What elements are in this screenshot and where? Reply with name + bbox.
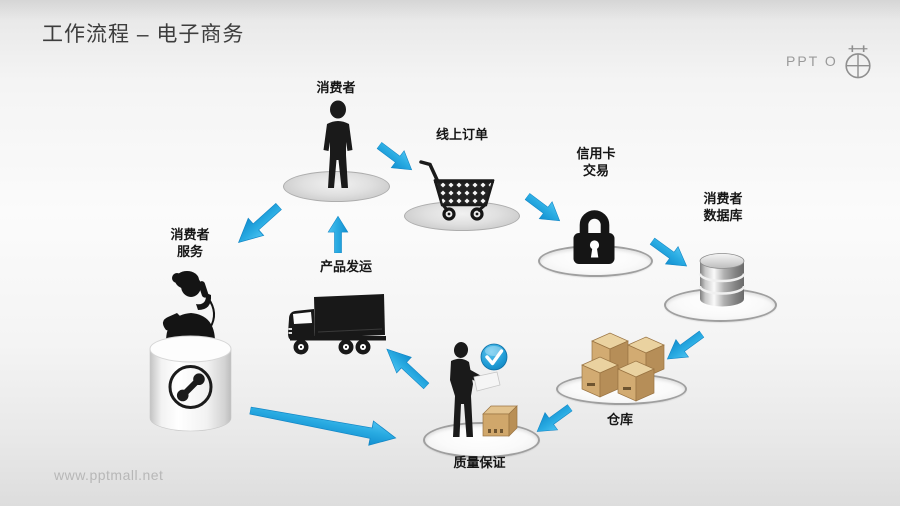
arrow-shipping-to-consumer <box>326 215 350 253</box>
page-title: 工作流程 – 电子商务 <box>42 23 245 46</box>
arrow-consumer-to-order <box>371 135 420 181</box>
arrow-warehouse-to-quality <box>528 397 577 443</box>
box-lower-left <box>581 356 619 398</box>
platform-quality <box>423 422 540 458</box>
platform-consumer <box>283 171 390 202</box>
label-quality: 质量保证 <box>453 455 506 470</box>
label-shipping: 产品发运 <box>319 259 372 274</box>
label-online-order: 线上订单 <box>435 127 488 142</box>
phone-cord <box>207 297 215 329</box>
cardboard-boxes-icon <box>581 332 665 402</box>
phone-counter <box>149 335 232 432</box>
arrow-credit-to-database <box>645 231 696 278</box>
shopping-cart-icon <box>419 160 495 221</box>
inspector-check-icon <box>450 342 518 437</box>
arrow-consumer-to-service <box>228 196 288 254</box>
database-icon <box>698 253 746 307</box>
label-consumer: 消费者 <box>316 80 356 95</box>
label-credit-card: 信用卡 交易 <box>576 146 616 178</box>
box-lower-right <box>617 360 655 402</box>
arrow-order-to-credit <box>519 186 568 232</box>
padlock-icon <box>573 210 615 264</box>
arrow-database-to-warehouse <box>659 324 710 371</box>
arrow-service-to-quality <box>248 395 401 453</box>
watermark-url: www.pptmall.net <box>54 467 164 483</box>
label-warehouse: 仓库 <box>606 412 633 427</box>
brand-logo: PPT O <box>786 40 875 82</box>
arrow-quality-to-shipping <box>377 338 436 395</box>
carton-box <box>482 405 518 437</box>
inspection-sheet <box>473 371 501 392</box>
label-service: 消费者 服务 <box>170 227 210 259</box>
call-center-icon <box>149 271 232 432</box>
pptmall-compass-logo-icon <box>845 45 871 79</box>
phone-icon <box>168 365 213 409</box>
check-badge-icon <box>480 343 508 371</box>
brand-text: PPT O <box>786 53 838 69</box>
person-icon <box>323 100 353 188</box>
operator-silhouette <box>162 271 215 342</box>
label-database: 消费者 数据库 <box>703 191 743 223</box>
truck-icon <box>288 294 386 355</box>
